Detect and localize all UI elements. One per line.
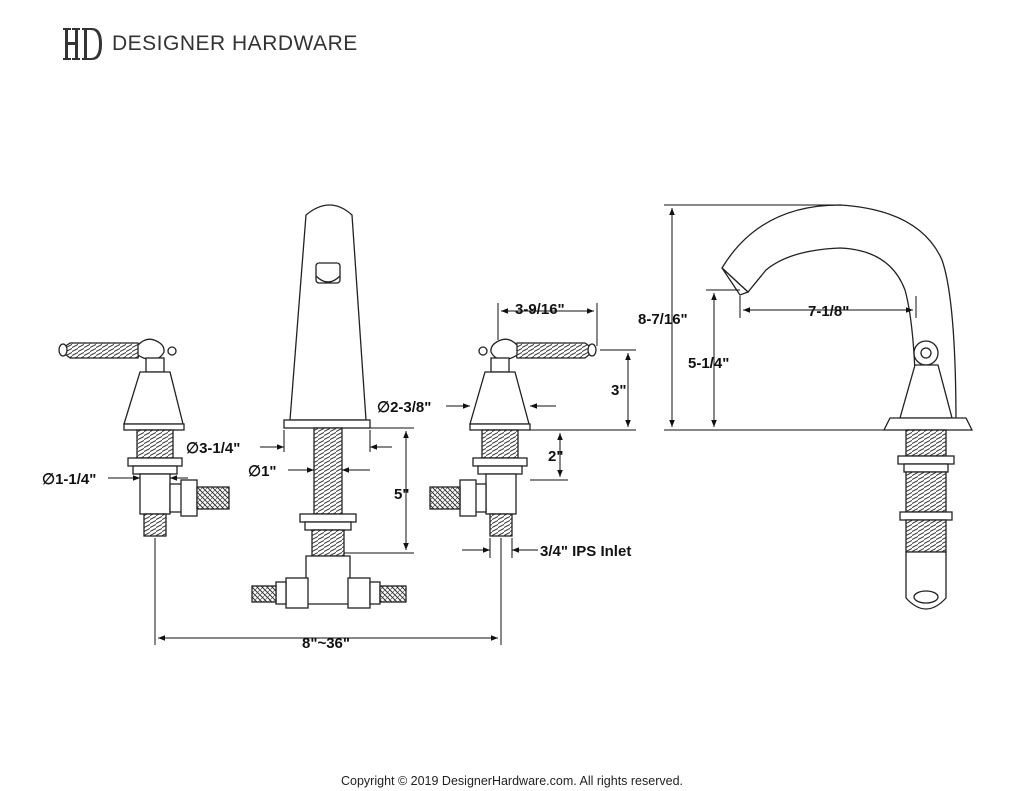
brand-logo-icon	[63, 28, 102, 60]
right-handle-valve	[429, 338, 597, 537]
left-handle-valve	[58, 338, 230, 537]
dim-shank-dia: ∅1"	[248, 463, 277, 480]
dim-escutcheon-dia: ∅2-3/8"	[377, 399, 431, 416]
side-view-spout	[721, 204, 974, 610]
copyright-notice: Copyright © 2019 DesignerHardware.com. A…	[341, 774, 683, 788]
dim-spread: 8"~36"	[302, 635, 350, 652]
dim-shank-len: 5"	[394, 486, 409, 503]
center-spout	[251, 204, 407, 609]
brand-name: DESIGNER HARDWARE	[112, 32, 358, 55]
brand-header: DESIGNER HARDWARE	[62, 26, 358, 62]
dim-handle-reach: 3-9/16"	[515, 301, 565, 318]
dim-base-dia: ∅3-1/4"	[186, 440, 240, 457]
dim-handle-height: 3"	[611, 382, 626, 399]
dim-inlet: 3/4" IPS Inlet	[540, 543, 631, 560]
dim-spout-height: 5-1/4"	[688, 355, 729, 372]
dim-left-handle-dia: ∅1-1/4"	[42, 471, 96, 488]
dim-total-height: 8-7/16"	[638, 311, 688, 328]
dim-spout-reach: 7-1/8"	[808, 303, 849, 320]
dim-valve-shank: 2"	[548, 448, 563, 465]
